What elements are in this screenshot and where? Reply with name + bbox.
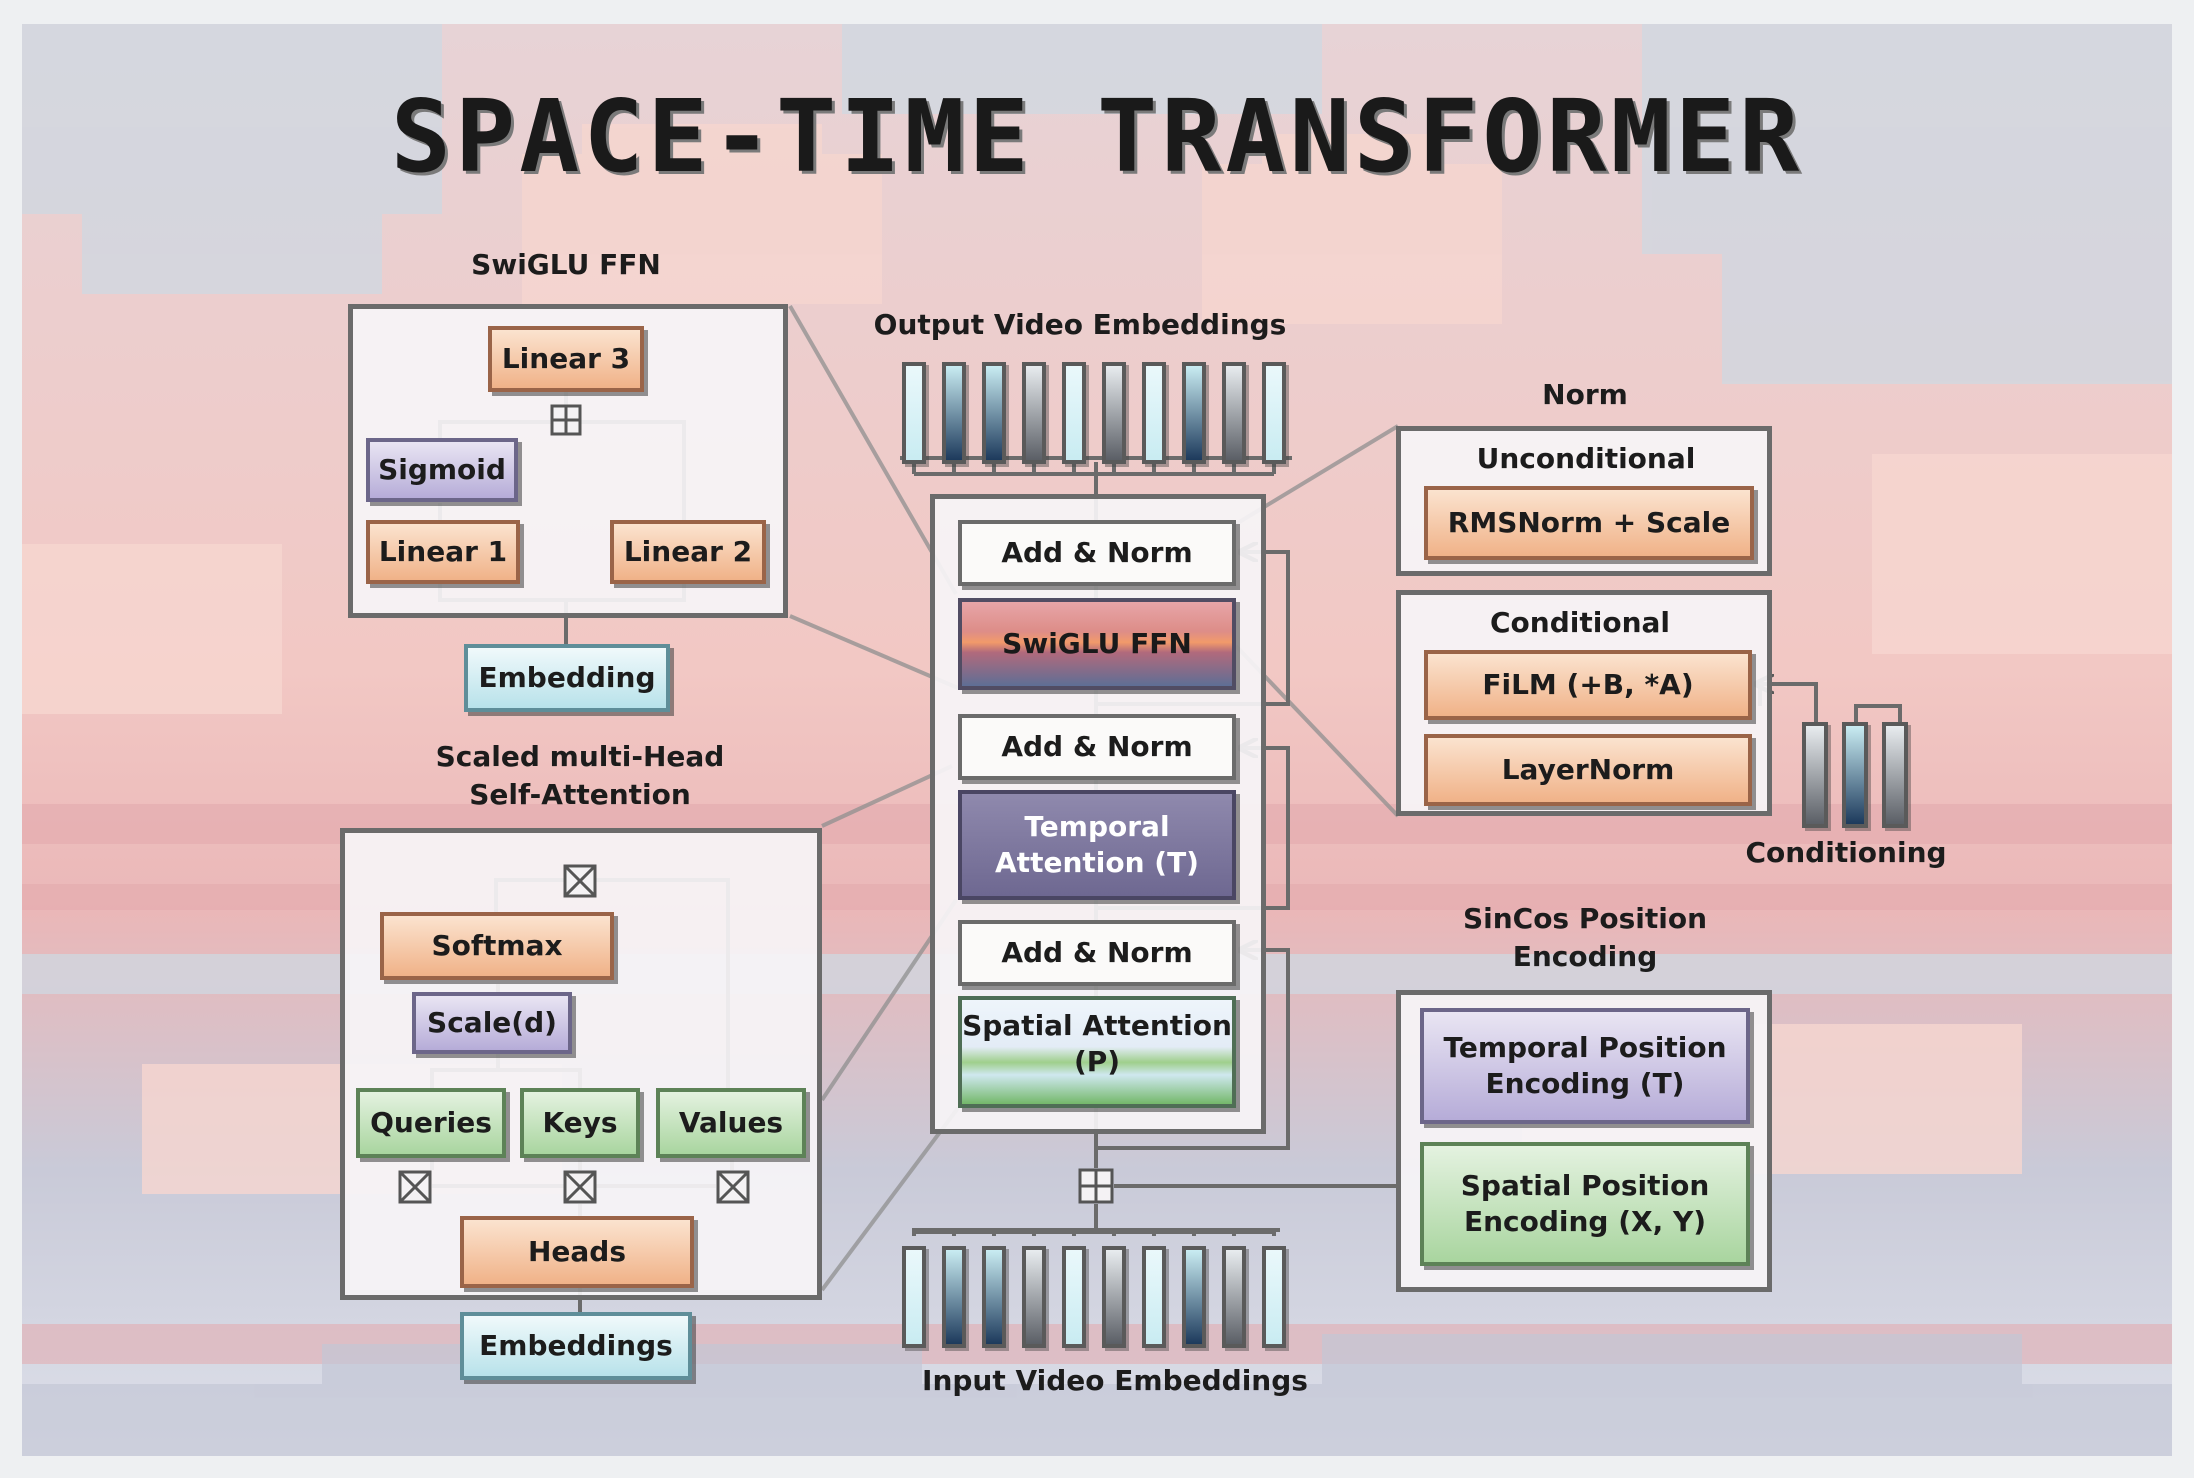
output-token [902, 362, 926, 464]
queries-projection-icon [398, 1170, 432, 1204]
add-norm-2: Add & Norm [958, 714, 1236, 780]
input-token [902, 1246, 926, 1348]
spatial-position-block: Spatial Position Encoding (X, Y) [1420, 1142, 1750, 1266]
linear1-block: Linear 1 [366, 520, 520, 584]
multiply-op-icon [550, 404, 582, 436]
attention-heading-line2: Self-Attention [469, 778, 691, 811]
keys-block: Keys [520, 1088, 640, 1158]
input-token [1182, 1246, 1206, 1348]
output-token [1262, 362, 1286, 464]
add-norm-1: Add & Norm [958, 520, 1236, 586]
swiglu-embedding-block: Embedding [464, 644, 670, 712]
input-token [982, 1246, 1006, 1348]
heads-block: Heads [460, 1216, 694, 1288]
input-token [1022, 1246, 1046, 1348]
position-heading-line1: SinCos Position [1462, 902, 1708, 935]
spatial-attention-block: Spatial Attention (P) [958, 996, 1236, 1108]
output-token [1102, 362, 1126, 464]
conditioning-label: Conditioning [1745, 836, 1947, 869]
linear3-block: Linear 3 [488, 326, 644, 392]
input-token [1142, 1246, 1166, 1348]
attention-embeddings-block: Embeddings [460, 1312, 692, 1380]
scale-block: Scale(d) [412, 992, 572, 1054]
temporal-attention-block: Temporal Attention (T) [958, 790, 1236, 900]
diagram-title: SPACE-TIME TRANSFORMER [390, 78, 1804, 195]
values-projection-icon [716, 1170, 750, 1204]
spatial-attention-line1: Spatial Attention [962, 1009, 1232, 1042]
position-add-op-icon [1078, 1168, 1114, 1204]
temporal-position-block: Temporal Position Encoding (T) [1420, 1008, 1750, 1124]
conditioning-token [1882, 722, 1908, 828]
input-embeddings-label: Input Video Embeddings [922, 1364, 1308, 1397]
output-token [942, 362, 966, 464]
position-heading-line2: Encoding [1512, 940, 1658, 973]
input-token [1062, 1246, 1086, 1348]
output-token [982, 362, 1006, 464]
output-token [1022, 362, 1046, 464]
spatial-attention-line2: (P) [1073, 1045, 1121, 1078]
matmul-op-icon [563, 864, 597, 898]
conditional-label: Conditional [1489, 606, 1670, 639]
spatial-position-line1: Spatial Position [1460, 1169, 1710, 1202]
spatial-position-line2: Encoding (X, Y) [1463, 1205, 1707, 1238]
input-token [1262, 1246, 1286, 1348]
rmsnorm-block: RMSNorm + Scale [1424, 486, 1754, 560]
add-norm-3: Add & Norm [958, 920, 1236, 986]
temporal-attention-line1: Temporal [1024, 810, 1170, 843]
input-token [1222, 1246, 1246, 1348]
film-block: FiLM (+B, *A) [1424, 650, 1752, 720]
linear2-block: Linear 2 [610, 520, 766, 584]
queries-block: Queries [356, 1088, 506, 1158]
keys-projection-icon [563, 1170, 597, 1204]
conditioning-token [1842, 722, 1868, 828]
swiglu-heading: SwiGLU FFN [471, 248, 661, 281]
output-token [1142, 362, 1166, 464]
norm-heading: Norm [1542, 378, 1628, 411]
temporal-position-line2: Encoding (T) [1485, 1067, 1685, 1100]
conditioning-token [1802, 722, 1828, 828]
values-block: Values [656, 1088, 806, 1158]
swiglu-ffn-block: SwiGLU FFN [958, 598, 1236, 690]
output-token [1062, 362, 1086, 464]
input-token [1102, 1246, 1126, 1348]
attention-heading-line1: Scaled multi-Head [435, 740, 725, 773]
output-token [1222, 362, 1246, 464]
output-token [1182, 362, 1206, 464]
temporal-attention-line2: Attention (T) [995, 846, 1199, 879]
output-embeddings-label: Output Video Embeddings [873, 308, 1287, 341]
temporal-position-line1: Temporal Position [1443, 1031, 1727, 1064]
input-token [942, 1246, 966, 1348]
softmax-block: Softmax [380, 912, 614, 980]
layernorm-block: LayerNorm [1424, 734, 1752, 806]
unconditional-label: Unconditional [1476, 442, 1696, 475]
sigmoid-block: Sigmoid [366, 438, 518, 502]
